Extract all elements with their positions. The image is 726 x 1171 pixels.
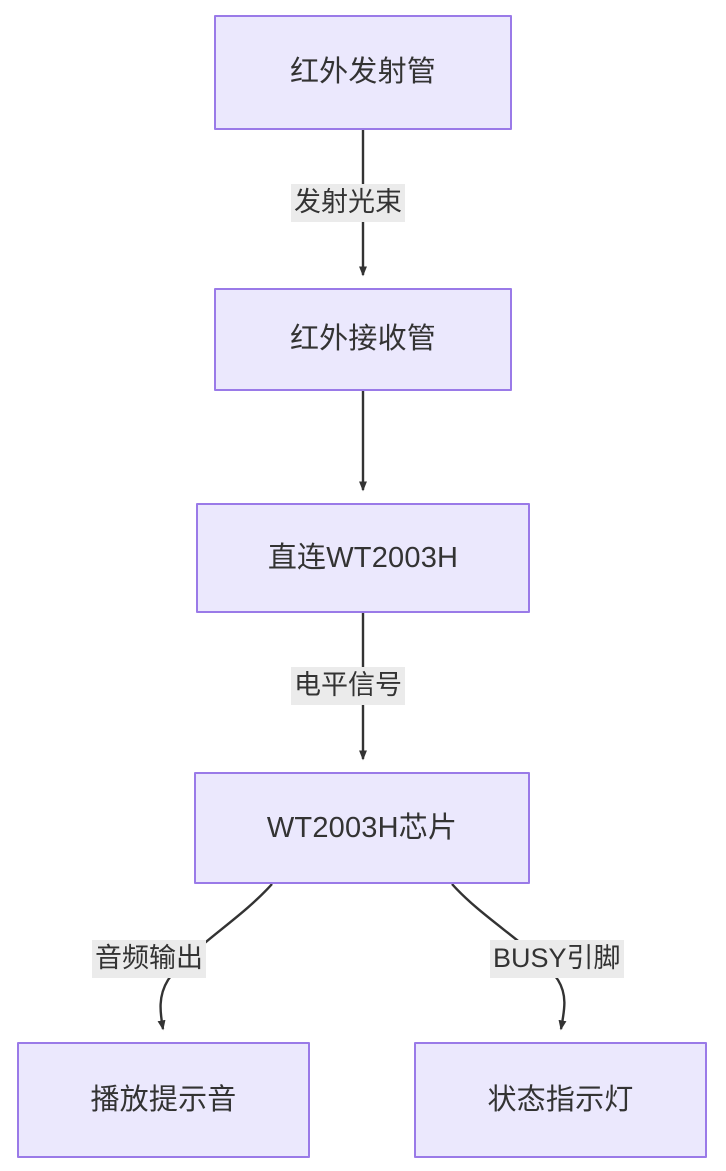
edge-label-audio-output: 音频输出 bbox=[92, 940, 206, 978]
edge-label-busy-pin: BUSY引脚 bbox=[490, 940, 624, 978]
node-label: 红外发射管 bbox=[289, 56, 436, 89]
node-wt2003h-chip[interactable]: WT2003H芯片 bbox=[194, 772, 530, 884]
node-label: 状态指示灯 bbox=[487, 1083, 634, 1116]
node-play-prompt-tone[interactable]: 播放提示音 bbox=[17, 1042, 310, 1158]
node-direct-connect-wt2003h[interactable]: 直连WT2003H bbox=[196, 503, 530, 613]
node-label: WT2003H芯片 bbox=[266, 811, 458, 844]
node-infrared-emitter[interactable]: 红外发射管 bbox=[214, 15, 512, 130]
node-label: 红外接收管 bbox=[289, 323, 436, 356]
node-infrared-receiver[interactable]: 红外接收管 bbox=[214, 288, 512, 391]
node-label: 直连WT2003H bbox=[267, 541, 459, 574]
node-status-indicator-light[interactable]: 状态指示灯 bbox=[414, 1042, 707, 1158]
edge-label-level-signal: 电平信号 bbox=[291, 667, 405, 705]
edge-label-emit-beam: 发射光束 bbox=[291, 184, 405, 222]
node-label: 播放提示音 bbox=[90, 1083, 237, 1116]
